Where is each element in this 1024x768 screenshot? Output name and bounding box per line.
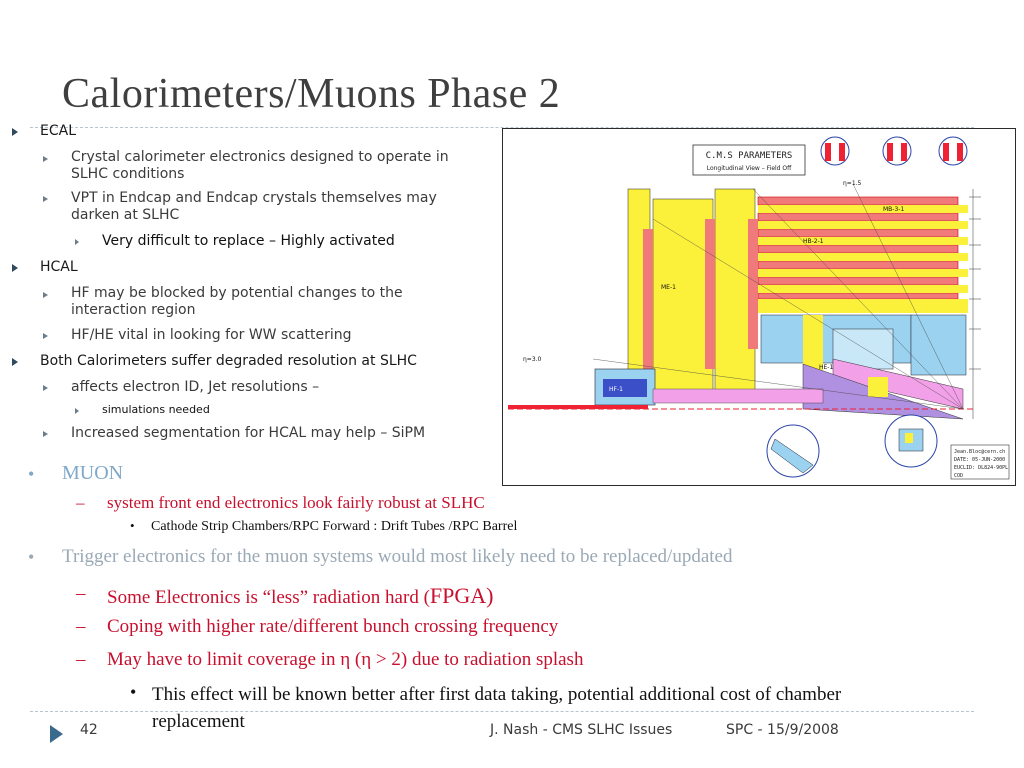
bullet-arrow-icon — [43, 196, 48, 202]
muon-item: system front end electronics look fairly… — [107, 493, 485, 512]
footer-event: SPC - 15/9/2008 — [726, 722, 839, 738]
page-number: 42 — [80, 722, 98, 738]
diagram-heading: C.M.S PARAMETERS — [706, 151, 793, 161]
bullet-arrow-icon — [12, 264, 18, 272]
detail-circles-bottom — [766, 414, 938, 478]
trigger-dash-1: – — [76, 583, 86, 604]
trigger-sub-bullet: • — [130, 682, 137, 702]
play-arrow-icon — [50, 725, 63, 743]
label-eta15: η=1.5 — [843, 180, 862, 187]
cms-longitudinal-diagram: C.M.S PARAMETERS Longitudinal View – Fie… — [502, 128, 1016, 486]
bullet-arrow-icon — [43, 385, 48, 391]
trigger-dash-2: – — [76, 616, 86, 637]
ecal-item-1: Crystal calorimeter electronics designed… — [71, 149, 449, 182]
both-item-2: Increased segmentation for HCAL may help… — [71, 425, 426, 441]
bullet-arrow-icon — [43, 156, 48, 162]
trigger-item-1-text: Some Electronics is “less” radiation har… — [107, 587, 430, 608]
drawing-stamp: Jean.Bloc@cern.ch DATE: 05-JUN-2000 EUCL… — [950, 444, 1010, 480]
label-hf1: HF-1 — [609, 386, 623, 393]
trigger-item-2: Coping with higher rate/different bunch … — [107, 616, 559, 637]
trigger-item-1-fpga: FPGA) — [429, 583, 494, 608]
hf-forward-calorimeter — [508, 368, 973, 410]
label-eta30: η=3.0 — [523, 356, 542, 363]
trigger-sub: This effect will be known better after f… — [152, 684, 842, 732]
slide-title: Calorimeters/Muons Phase 2 — [62, 71, 561, 117]
muon-heading: MUON — [62, 462, 124, 484]
bullet-arrow-icon — [43, 333, 48, 339]
hcal-item-2: HF/HE vital in looking for WW scattering — [71, 327, 352, 343]
ecal-sub-item: Very difficult to replace – Highly activ… — [102, 233, 395, 249]
stamp-line-3: EUCLID: DL824-90PL — [954, 465, 1008, 471]
trigger-item-1: Some Electronics is “less” radiation har… — [107, 583, 493, 609]
footer-divider — [30, 711, 974, 712]
ecal-item-2: VPT in Endcap and Endcap crystals themse… — [71, 190, 437, 223]
bullet-arrow-icon — [75, 239, 79, 245]
hcal-item-1: HF may be blocked by potential changes t… — [71, 285, 403, 318]
stamp-line-4: COD — [954, 473, 963, 479]
bullet-arrow-icon — [75, 408, 79, 414]
label-mb: MB-3-1 — [883, 206, 904, 213]
ecal-heading: ECAL — [40, 123, 76, 139]
dimension-ticks — [969, 189, 981, 419]
hcal-heading: HCAL — [40, 259, 78, 275]
trigger-item-3: May have to limit coverage in η (η > 2) … — [107, 649, 584, 670]
footer-author: J. Nash - CMS SLHC Issues — [490, 722, 673, 738]
muon-bullet: • — [28, 464, 35, 484]
stamp-line-1: Jean.Bloc@cern.ch — [954, 449, 1005, 455]
both-heading: Both Calorimeters suffer degraded resolu… — [40, 353, 417, 369]
both-item-1: affects electron ID, Jet resolutions – — [71, 379, 320, 395]
muon-dash: – — [76, 493, 85, 512]
trigger-dash-3: – — [76, 649, 86, 670]
bullet-arrow-icon — [12, 358, 18, 366]
bullet-arrow-icon — [43, 431, 48, 437]
title-divider — [30, 127, 974, 128]
return-yoke — [627, 188, 968, 400]
diagram-subheading: Longitudinal View – Field Off — [707, 165, 792, 172]
calorimeter-region — [760, 314, 967, 420]
muon-sub: Cathode Strip Chambers/RPC Forward : Dri… — [151, 519, 518, 534]
bullet-arrow-icon — [43, 292, 48, 298]
label-he1: HE-1 — [819, 364, 833, 371]
eta-lines — [592, 183, 964, 410]
label-hb: HB-2-1 — [803, 238, 824, 245]
cms-diagram-drawing: C.M.S PARAMETERS Longitudinal View – Fie… — [508, 136, 1010, 480]
stamp-line-2: DATE: 05-JUN-2000 — [954, 457, 1005, 463]
label-me: ME-1 — [661, 284, 676, 291]
muon-sub-bullet: • — [130, 518, 135, 533]
trigger-heading: Trigger electronics for the muon systems… — [62, 546, 733, 567]
detail-circles-top — [820, 136, 968, 166]
both-item-1-sub: simulations needed — [102, 403, 210, 416]
trigger-bullet: • — [28, 547, 35, 567]
bullet-arrow-icon — [12, 128, 18, 136]
